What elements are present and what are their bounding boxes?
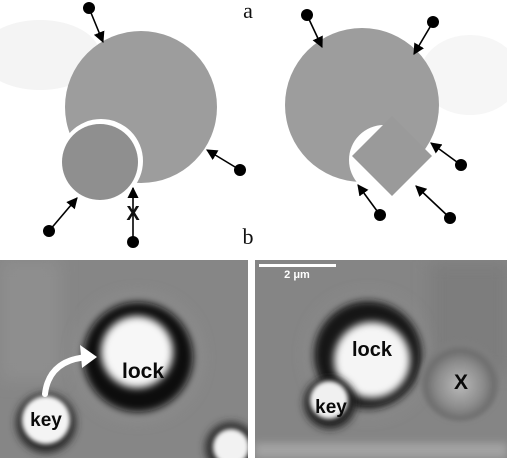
arrow-line [430, 142, 462, 166]
arrow-line [413, 21, 434, 55]
small-sphere [62, 124, 138, 200]
arrow-right [206, 149, 246, 176]
micrograph-right: 2 μm lock key X [255, 260, 507, 458]
scale-bar [259, 264, 336, 267]
arrow-top-right-right [413, 16, 439, 55]
arrow-bottom-left-right [357, 184, 386, 221]
micrograph-left: lock key [0, 260, 248, 458]
key-label-right: key [315, 397, 347, 418]
arrow-bottom-right-right [415, 185, 456, 224]
x-label-right: X [454, 371, 468, 394]
key-bright-core [310, 381, 348, 419]
curved-arrow-head [80, 345, 97, 368]
arrow-line [415, 185, 451, 219]
lock-bright-core [101, 316, 173, 388]
x-particle [420, 341, 500, 421]
key-bright-core [22, 396, 70, 444]
arrow-blocked: X [126, 186, 140, 248]
particle-bright-core [213, 429, 248, 458]
scale-bar-label: 2 μm [284, 269, 310, 281]
schematic-panel: X [0, 0, 507, 249]
lock-bright-core [334, 322, 410, 398]
background-shading [0, 260, 60, 380]
arrow-lower-left [43, 197, 78, 237]
arrow-top-left [83, 2, 105, 44]
blocked-x-mark: X [126, 203, 140, 225]
diamond-particle [352, 116, 432, 196]
arrow-line [306, 14, 323, 49]
panel-label-b: b [243, 224, 254, 249]
bottom-shading [255, 443, 507, 458]
lock-label-left: lock [122, 360, 164, 383]
left-colloid-pair: X [43, 2, 246, 248]
lock-label-right: lock [352, 339, 393, 361]
arrow-line [88, 7, 105, 44]
right-colloid-pair [285, 9, 467, 224]
arrow-line [48, 197, 78, 232]
arrow-right-right [430, 142, 467, 171]
background-blob [420, 35, 507, 115]
panel-label-a: a [243, 0, 253, 23]
key-label-left: key [30, 410, 62, 431]
arrow-line [357, 184, 381, 216]
panel-divider [248, 258, 255, 458]
arrow-top-left-right [301, 9, 323, 49]
arrow-line [206, 149, 241, 171]
